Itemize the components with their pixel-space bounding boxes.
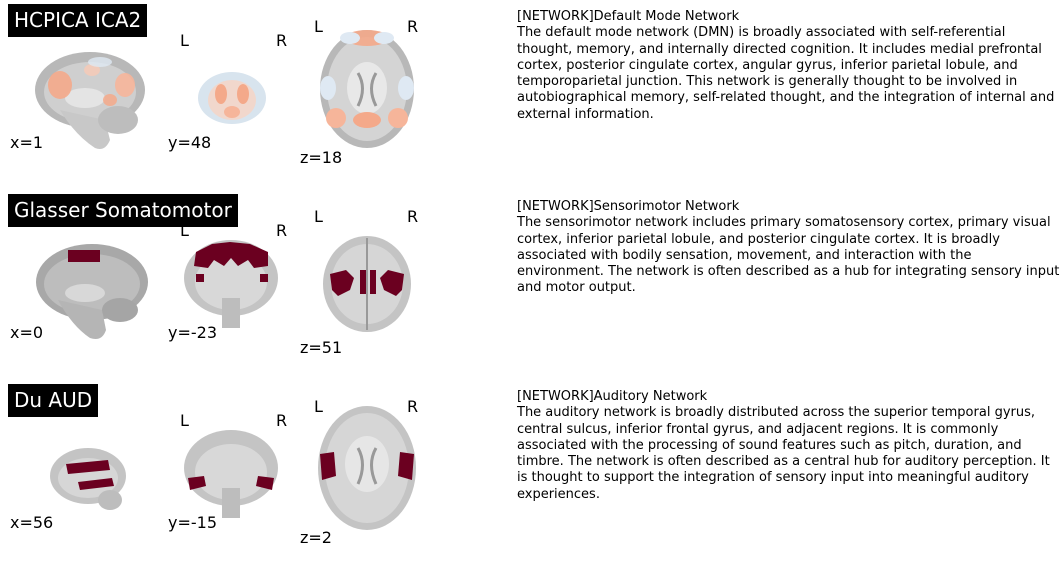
left-orientation-label: L [314,17,323,36]
z-coordinate-label: z=51 [300,338,343,357]
network-row-sensorimotor: Glasser Somatomotor L R L R x=0 y=-23 z=… [0,190,1063,380]
left-orientation-label: L [180,411,189,430]
x-coordinate-label: x=0 [10,323,44,342]
z-coordinate-label: z=2 [300,528,332,547]
network-row-default-mode: HCPICA ICA2 L R L R x=1 y=48 z=18 [NETWO… [0,0,1063,190]
coronal-slice-image [184,240,278,328]
atlas-title: Glasser Somatomotor [8,194,238,227]
y-coordinate-label: y=-23 [168,323,218,342]
left-orientation-label: L [180,31,189,50]
coronal-slice-image [184,430,278,518]
network-description: [NETWORK]Auditory Network The auditory n… [517,389,1062,503]
right-orientation-label: R [407,207,419,226]
z-coordinate-label: z=18 [300,148,343,167]
right-orientation-label: R [276,31,288,50]
y-coordinate-label: y=-15 [168,513,218,532]
x-coordinate-label: x=56 [10,513,54,532]
y-coordinate-label: y=48 [168,133,212,152]
right-orientation-label: R [276,221,288,240]
network-body: The sensorimotor network includes primar… [517,215,1060,296]
axial-slice-image [320,30,414,148]
network-heading: [NETWORK]Sensorimotor Network [517,199,740,214]
atlas-title: HCPICA ICA2 [8,4,148,37]
sagittal-slice-image [35,52,145,149]
x-coordinate-label: x=1 [10,133,44,152]
sagittal-slice-image [36,244,148,339]
coronal-slice-image [198,72,266,124]
axial-slice-image [318,406,416,530]
network-description: [NETWORK]Default Mode Network The defaul… [517,9,1062,123]
network-description: [NETWORK]Sensorimotor Network The sensor… [517,199,1062,297]
sagittal-slice-image [50,448,126,510]
right-orientation-label: R [407,17,419,36]
network-heading: [NETWORK]Default Mode Network [517,9,740,24]
right-orientation-label: R [407,397,419,416]
left-orientation-label: L [314,207,323,226]
network-row-auditory: Du AUD L R L R x=56 y=-15 z=2 [NETWORK]A… [0,380,1063,570]
left-orientation-label: L [314,397,323,416]
left-orientation-label: L [180,221,189,240]
network-body: The auditory network is broadly distribu… [517,405,1050,502]
atlas-title: Du AUD [8,384,99,417]
right-orientation-label: R [276,411,288,430]
network-body: The default mode network (DMN) is broadl… [517,25,1055,122]
network-heading: [NETWORK]Auditory Network [517,389,708,404]
axial-slice-image [323,236,411,332]
